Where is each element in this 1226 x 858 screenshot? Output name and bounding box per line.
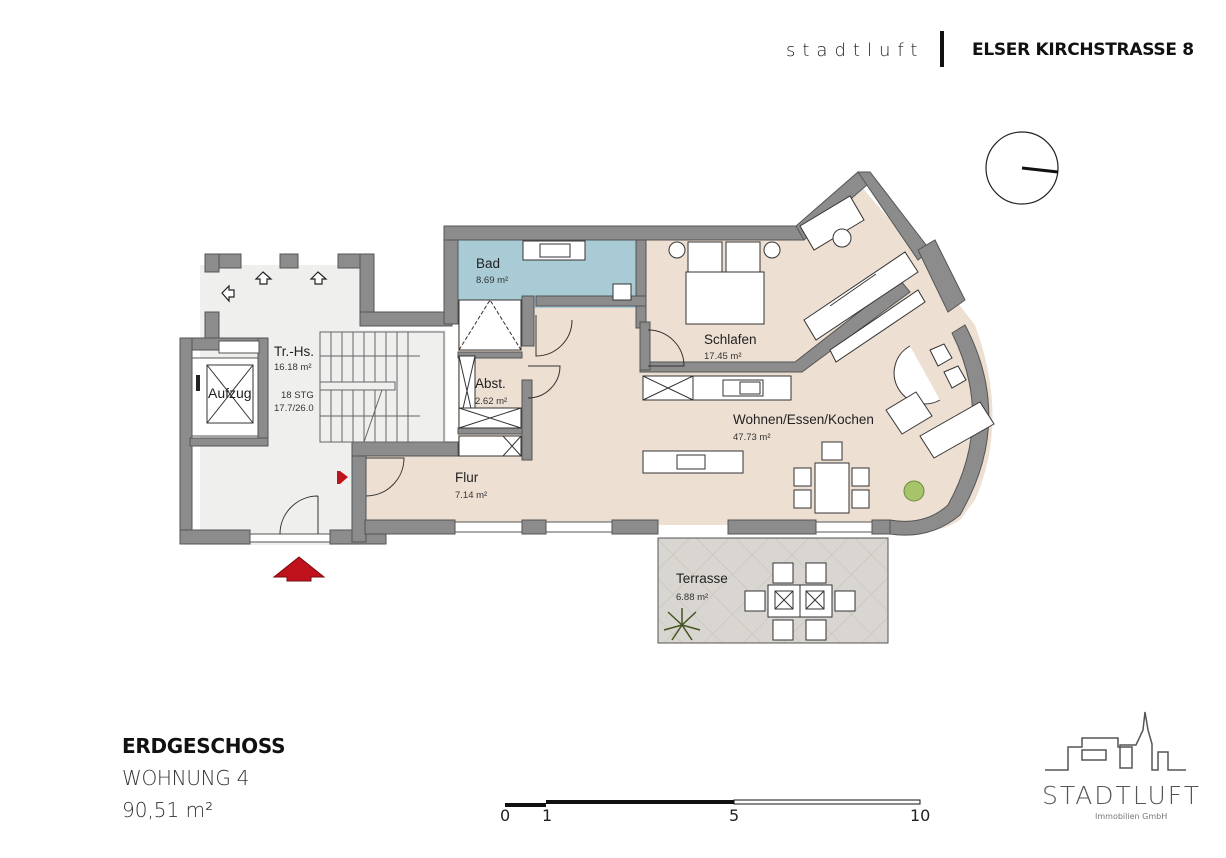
address-title: ELSER KIRCHSTRASSE 8 xyxy=(972,40,1194,60)
room-area-wohnen: 47.73 m² xyxy=(733,432,771,443)
scale-bar xyxy=(505,799,921,807)
room-area-abstellraum: 2.62 m² xyxy=(475,396,508,407)
logo-wordmark: STADTLUFT xyxy=(1042,781,1202,810)
header-divider xyxy=(940,31,944,67)
floor-title: ERDGESCHOSS xyxy=(122,734,286,758)
scale-label-1: 1 xyxy=(542,806,553,825)
unit-title: WOHNUNG 4 xyxy=(122,766,249,790)
room-area-flur: 7.14 m² xyxy=(455,490,488,501)
room-label-wohnen: Wohnen/Essen/Kochen xyxy=(733,412,874,427)
room-label-schlafen: Schlafen xyxy=(704,332,757,347)
unit-total-area: 90,51 m² xyxy=(122,798,214,822)
logo-skyline-icon xyxy=(1045,711,1186,771)
room-label-flur: Flur xyxy=(455,470,479,485)
room-area-bad: 8.69 m² xyxy=(476,275,509,286)
room-area-treppenhaus: 16.18 m² xyxy=(274,362,312,373)
room-label-treppenhaus: Tr.-Hs. xyxy=(274,344,314,359)
brand-wordmark: stadtluft xyxy=(786,40,925,61)
scale-label-0: 0 xyxy=(500,806,511,825)
room-label-bad: Bad xyxy=(476,256,501,271)
entrance-arrow-icon xyxy=(272,556,326,582)
elevator xyxy=(191,340,260,437)
scale-label-10: 10 xyxy=(910,806,931,825)
room-label-terrasse: Terrasse xyxy=(676,571,728,586)
scale-label-5: 5 xyxy=(729,806,740,825)
stair-count: 18 STG xyxy=(281,390,314,401)
room-area-schlafen: 17.45 m² xyxy=(704,351,742,362)
stair-ratio: 17.7/26.0 xyxy=(274,403,314,414)
compass-icon xyxy=(985,131,1059,205)
room-area-terrasse: 6.88 m² xyxy=(676,592,709,603)
room-label-aufzug: Aufzug xyxy=(208,385,252,401)
room-label-abstellraum: Abst. xyxy=(475,376,506,391)
staircase xyxy=(319,331,445,443)
logo-subtitle: Immobilien GmbH xyxy=(1095,812,1168,821)
